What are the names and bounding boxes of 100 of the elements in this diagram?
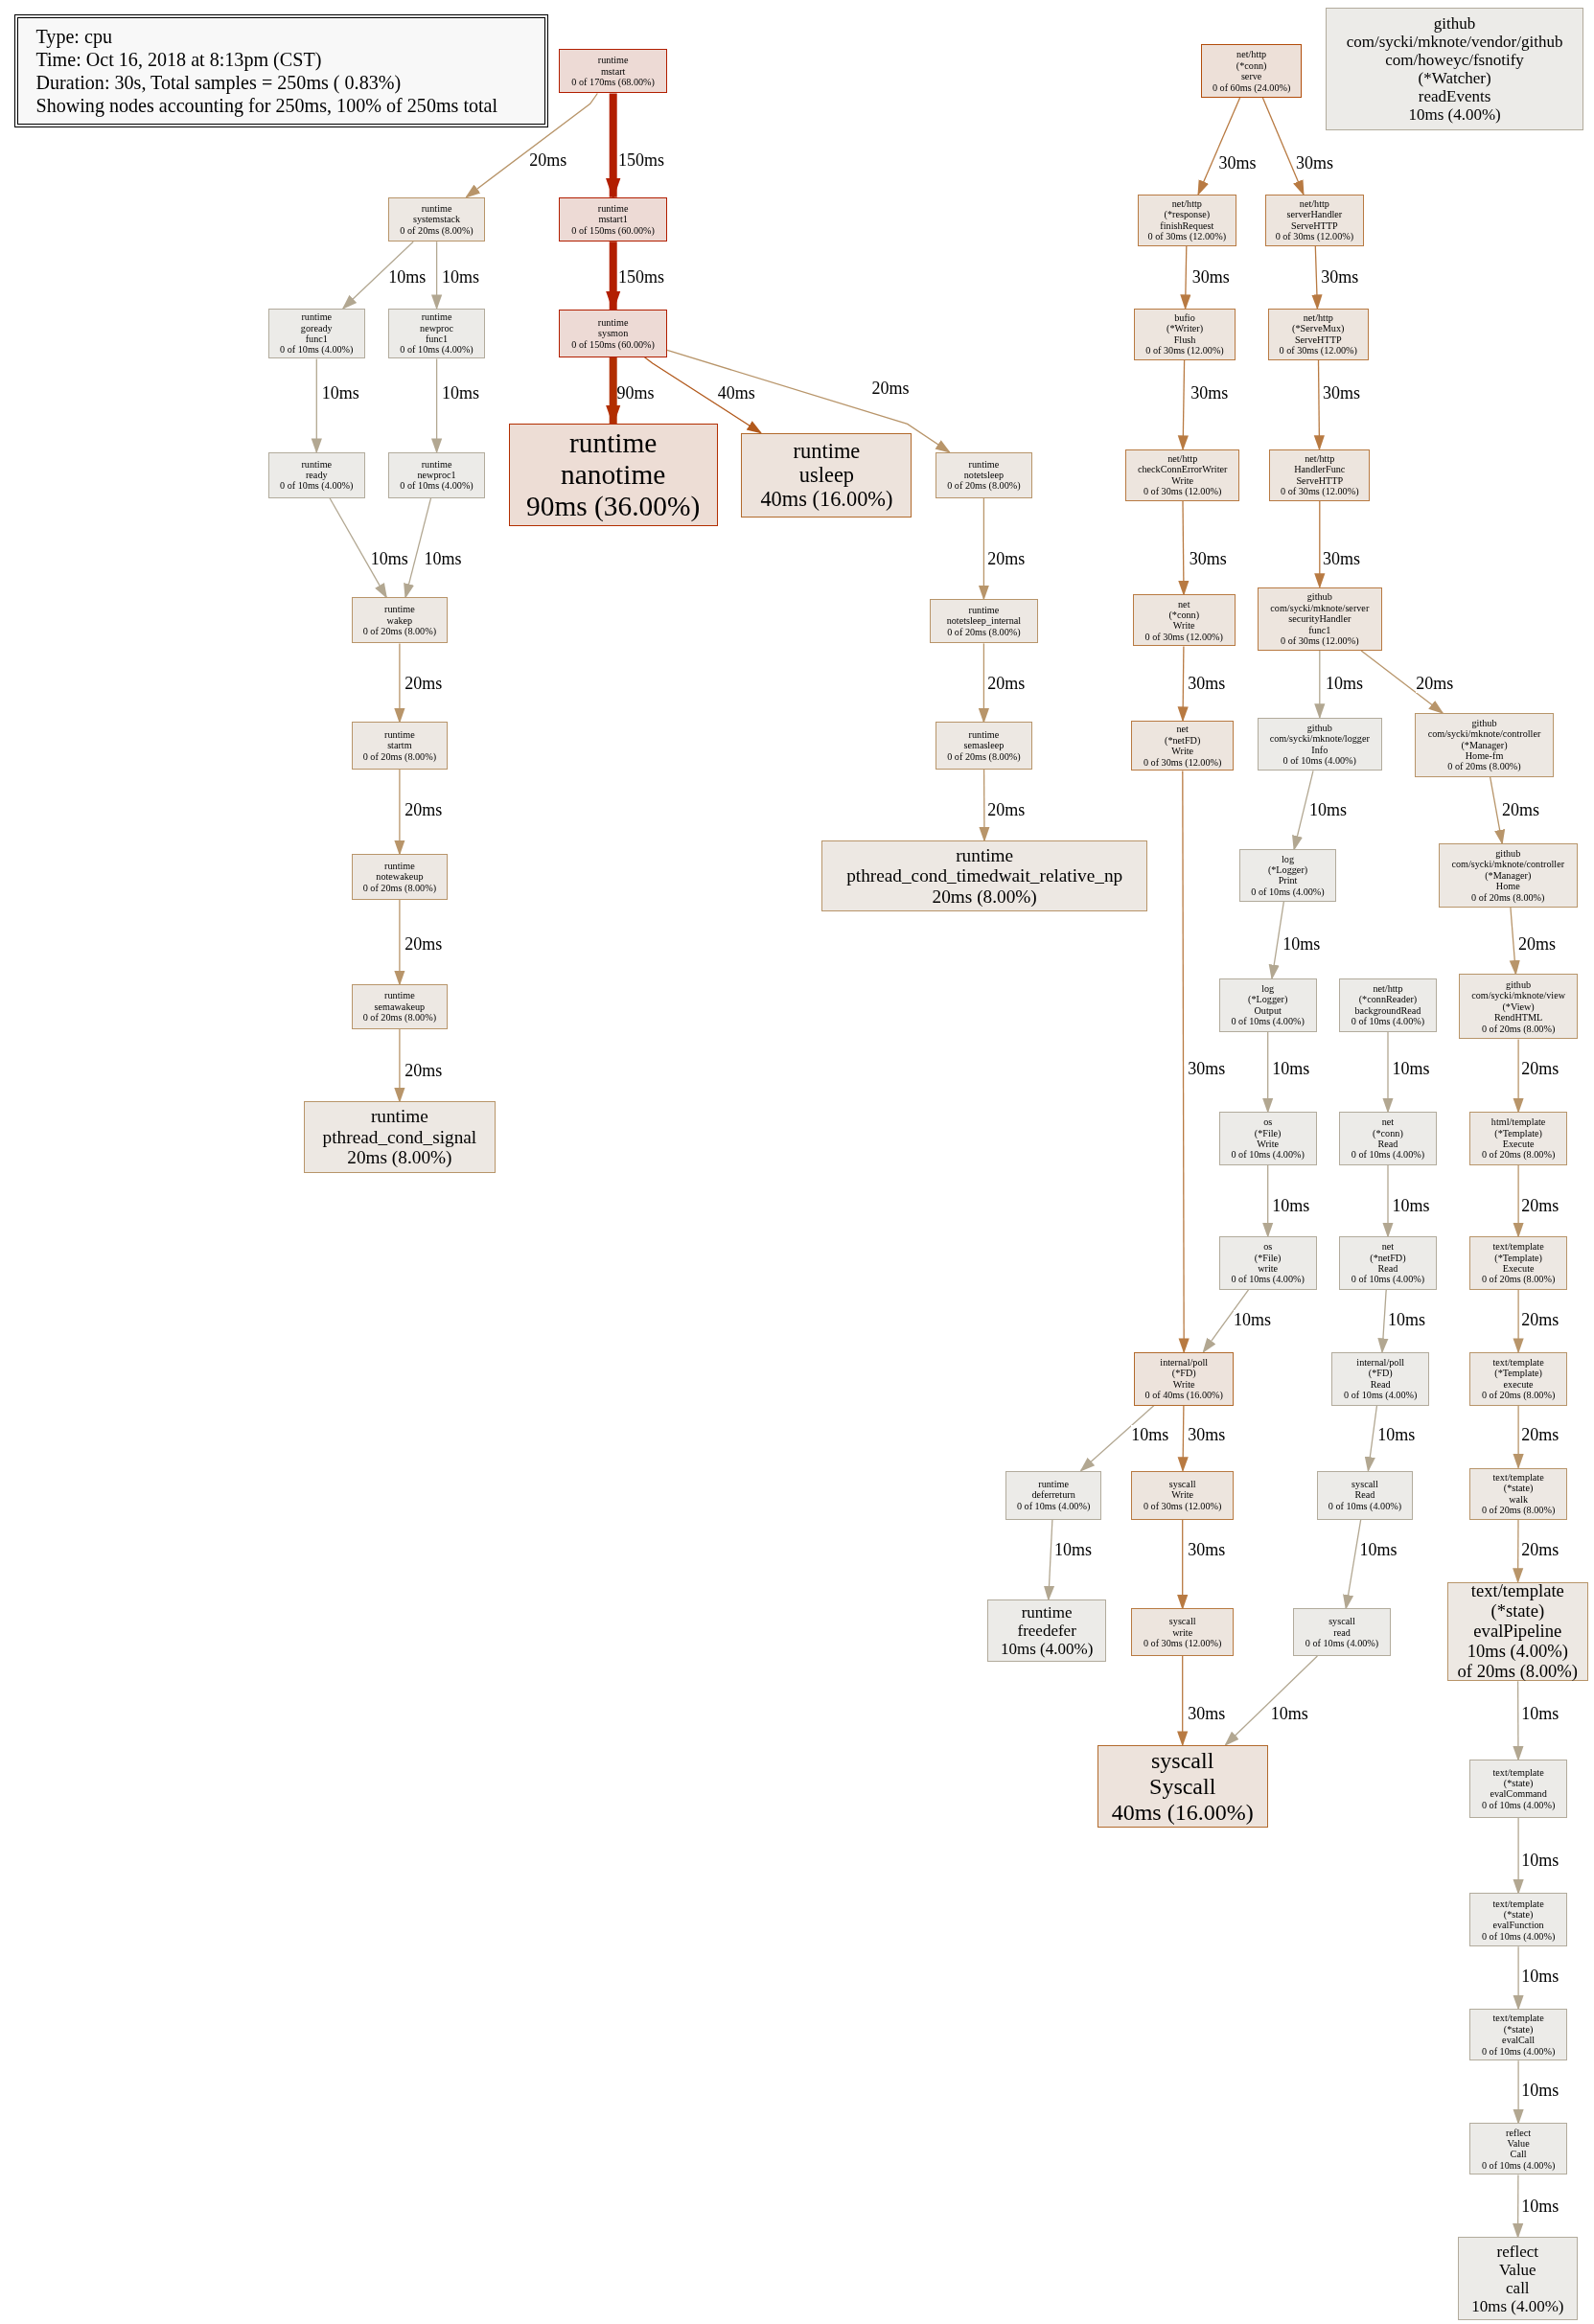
node-label: write [1172, 1626, 1193, 1638]
node-label: Info [1311, 744, 1328, 755]
function-node [1264, 194, 1365, 246]
node-label: com/sycki/mknote/controller [1451, 859, 1565, 870]
function-node [268, 451, 365, 498]
arrow [1513, 1680, 1524, 1761]
node-label: 20ms (8.00%) [932, 886, 1037, 908]
arrow [1043, 1519, 1055, 1601]
node-label: runtime [956, 844, 1014, 866]
node-label: Home-fm [1465, 750, 1504, 762]
node-label: backgroundRead [1354, 1004, 1421, 1017]
node-label: com/sycki/mknote/server [1270, 602, 1370, 614]
node-label: github [1495, 847, 1521, 860]
function-node [1438, 843, 1578, 908]
node-label: goready [300, 322, 333, 334]
node-label: (*conn) [1373, 1127, 1403, 1139]
node-label: func1 [425, 334, 449, 345]
node-label: 40ms (16.00%) [1111, 1799, 1254, 1826]
node-label: text/template [1492, 1898, 1544, 1909]
node-label: 0 of 20ms (8.00%) [947, 750, 1021, 763]
node-label: 0 of 10ms (4.00%) [1231, 1274, 1305, 1285]
node-label: mstart [600, 65, 626, 77]
node-label: Read [1377, 1263, 1398, 1275]
node-label: (*Template) [1494, 1368, 1542, 1379]
node-label: walk [1509, 1493, 1528, 1505]
node-label: runtime [568, 427, 658, 460]
node-label: pthread_cond_timedwait_relative_np [846, 865, 1123, 887]
arrow [394, 642, 405, 724]
node-label: Syscall [1149, 1773, 1216, 1800]
node-label: 0 of 30ms (12.00%) [1275, 231, 1354, 242]
node-label: 0 of 10ms (4.00%) [1251, 886, 1325, 898]
function-node [1316, 1470, 1414, 1520]
node-label: evalCall [1502, 2035, 1536, 2046]
function-node [1137, 194, 1237, 246]
node-label: net/http [1236, 49, 1267, 60]
node-label: Write [1172, 620, 1195, 632]
node-label: func1 [1308, 624, 1331, 635]
arrow [606, 93, 621, 199]
node-label: runtime [384, 604, 415, 615]
node-label: 0 of 20ms (8.00%) [1481, 1390, 1556, 1401]
arrow [1177, 1655, 1189, 1747]
node-label: 0 of 20ms (8.00%) [1481, 1149, 1556, 1161]
node-label: 0 of 10ms (4.00%) [1351, 1016, 1425, 1027]
arrow [1178, 770, 1190, 1354]
node-label: text/template [1492, 1241, 1544, 1253]
function-node [1257, 587, 1382, 652]
function-node [1269, 449, 1371, 501]
node-label: 0 of 150ms (60.00%) [571, 338, 655, 351]
node-label: 0 of 30ms (12.00%) [1281, 634, 1359, 647]
function-node [351, 597, 449, 644]
arrow [1513, 1038, 1524, 1114]
node-label: nanotime [560, 459, 666, 492]
summary-line: Showing nodes accounting for 250ms, 100% of 250ms total [35, 94, 498, 118]
node-label: newproc [420, 322, 454, 334]
function-node [559, 310, 668, 357]
function-node [1131, 1608, 1235, 1656]
node-label: syscall [1151, 1747, 1214, 1774]
node-label: (*netFD) [1370, 1252, 1406, 1263]
node-label: (*conn) [1168, 610, 1200, 621]
node-label: 0 of 30ms (12.00%) [1147, 231, 1227, 242]
node-label: 0 of 30ms (12.00%) [1143, 486, 1222, 497]
node-label: runtime [597, 316, 629, 329]
node-label: runtime [1038, 1479, 1069, 1490]
node-label: write [1258, 1263, 1279, 1275]
node-label: (*Manager) [1485, 869, 1532, 882]
node-label: Write [1257, 1139, 1280, 1150]
node-label: net [1178, 598, 1190, 610]
arrow [394, 769, 405, 856]
arrow [431, 357, 443, 454]
function-node [304, 1101, 496, 1173]
node-label: runtime [384, 990, 415, 1001]
node-label: runtime [301, 458, 333, 471]
node-label: com/sycki/mknote/logger [1269, 733, 1370, 745]
node-label: text/template [1492, 2013, 1544, 2024]
function-node [1469, 2009, 1568, 2061]
node-label: 0 of 30ms (12.00%) [1279, 345, 1357, 357]
node-label: func1 [305, 334, 328, 345]
function-node [1125, 449, 1240, 501]
node-label: (*Template) [1494, 1252, 1542, 1263]
node-label: runtime [301, 311, 333, 323]
node-label: checkConnErrorWriter [1137, 464, 1228, 475]
node-label: 0 of 20ms (8.00%) [400, 224, 474, 237]
node-label: 0 of 20ms (8.00%) [1481, 1504, 1556, 1516]
function-node [821, 840, 1148, 912]
function-node [1469, 1112, 1568, 1165]
node-label: 0 of 20ms (8.00%) [362, 750, 437, 763]
function-node [1414, 713, 1555, 777]
arrow [1513, 1945, 1524, 2011]
arrow [465, 92, 598, 198]
function-node [351, 984, 449, 1029]
function-node [1446, 1581, 1588, 1682]
arrow [1224, 1655, 1319, 1746]
node-label: runtime [968, 605, 1000, 616]
node-label: 0 of 20ms (8.00%) [362, 882, 437, 894]
node-label: (*FD) [1368, 1368, 1393, 1379]
node-label: systemstack [412, 214, 461, 225]
node-label: (*state) [1503, 1908, 1534, 1921]
node-label: 0 of 30ms (12.00%) [1143, 756, 1222, 768]
node-label: net [1176, 724, 1189, 735]
function-node [1134, 308, 1236, 360]
